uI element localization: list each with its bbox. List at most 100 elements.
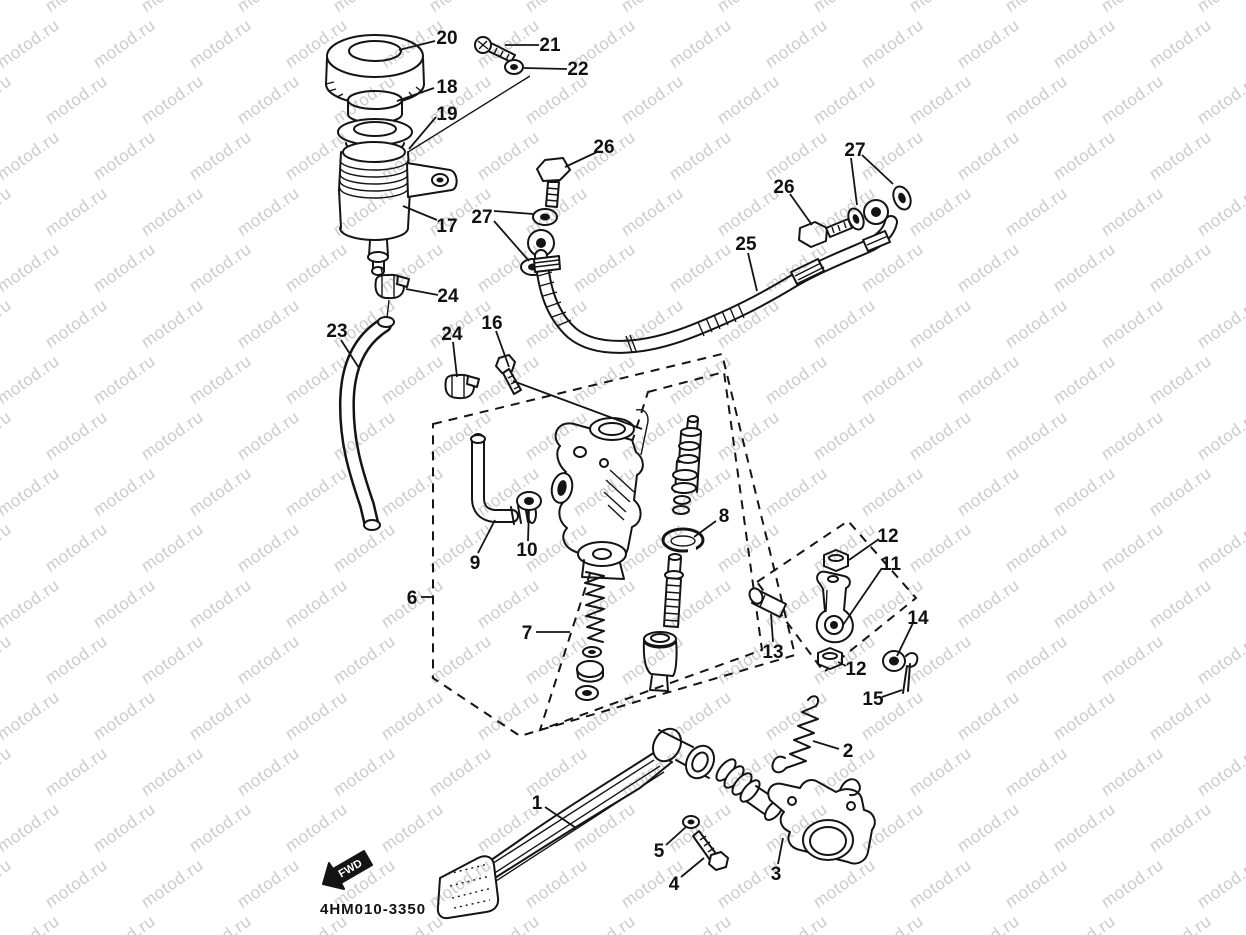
leader-line-9 [477,519,496,554]
leader-line-16 [512,380,643,430]
callout-25: 25 [735,234,757,255]
leader-line-24-top [405,288,439,296]
leader-line-14 [896,622,914,657]
part-master-cylinder [550,409,649,580]
leader-line-25 [747,252,758,292]
part-circlip-8 [661,527,705,553]
part-piston-spring [575,571,605,701]
callout-27-left: 27 [471,207,492,228]
callout-16: 16 [481,313,502,334]
part-pin-13 [748,587,787,618]
leader-line-11 [842,567,883,626]
part-clevis-joint-11 [815,570,854,644]
part-reservoir-hose-23 [338,267,395,531]
part-washer-27c [847,207,865,231]
callout-6: 6 [407,588,418,609]
assembly-box-13 [755,519,918,674]
part-washer-5 [682,815,700,829]
leader-line-22 [523,67,568,70]
part-boot [642,631,678,692]
leader-line-13 [770,613,774,643]
part-washer-27d [892,185,912,211]
callout-22: 22 [567,59,588,80]
part-clamp-24-top [374,273,410,300]
part-cotter-pin-15 [902,652,919,694]
leader-line-3 [777,837,784,865]
part-bolt-26-mid [536,157,571,208]
part-banjo-right [863,199,889,225]
part-grommet-10 [516,491,542,511]
leader-line-18 [396,87,435,102]
part-screw-21 [474,36,516,63]
callout-8: 8 [719,506,730,527]
part-bolt-26-right [798,218,853,248]
part-bolt-4 [692,830,729,871]
callout-26-mid: 26 [593,137,614,158]
callout-24-top: 24 [437,286,459,307]
leader-line-27-left [493,220,530,262]
leader-line-26-right [789,193,813,226]
leader-line-27-right [850,157,858,206]
leader-line-26-mid [564,151,598,168]
callout-9: 9 [470,553,481,574]
part-pushrod [663,553,684,628]
callout-7: 7 [522,623,533,644]
callout-4: 4 [669,874,680,895]
callout-12-top: 12 [877,526,898,547]
part-brake-hose-25 [533,215,898,354]
leader-line-27-right [861,154,894,185]
leader-line-12-low [837,661,847,667]
callout-21: 21 [539,35,561,56]
part-nut-12-top [823,549,849,572]
leader-line-2 [812,740,840,750]
callout-18: 18 [436,77,457,98]
callout-24-low: 24 [441,324,463,345]
leader-line-1 [544,806,577,829]
leader-line-24-low [452,341,458,378]
callout-17: 17 [436,216,457,237]
callout-1: 1 [532,793,543,814]
leader-line-12-top [848,538,880,561]
leader-line-8 [693,520,717,538]
diagram-code: 4HM010-3350 [320,901,427,918]
callout-14: 14 [907,608,929,629]
leader-line-16 [495,330,510,368]
reference-line [407,75,531,153]
callout-26-right: 26 [773,177,794,198]
leader-line-20 [398,40,436,51]
part-return-spring-2 [771,695,820,774]
part-washer-14 [882,650,906,672]
leader-line-19 [408,116,437,150]
fwd-arrow: FWD [322,850,373,890]
assembly-box-7 [538,370,764,732]
callout-5: 5 [654,841,665,862]
leader-line-4 [680,857,705,878]
part-reservoir [338,141,458,278]
callout-10: 10 [516,540,537,561]
callout-11: 11 [881,554,902,575]
leader-line-5 [665,825,688,846]
callout-27-right: 27 [844,140,865,161]
callout-20: 20 [436,28,457,49]
callout-19: 19 [436,104,457,125]
part-brake-pedal-1 [436,727,715,920]
leader-line-15 [881,689,903,698]
callout-23: 23 [326,321,347,342]
part-clamp-24-low [444,373,480,400]
leader-line-17 [402,205,438,221]
assembly-box-6 [432,352,797,738]
part-washer-22 [504,59,524,75]
leader-line-10 [527,509,530,542]
part-bracket-3 [767,778,876,865]
callout-3: 3 [771,864,782,885]
part-nut-12-low [817,647,843,670]
callout-13: 13 [762,642,783,663]
callout-2: 2 [843,741,854,762]
leader-line-27-left [493,210,534,215]
callout-12-low: 12 [845,659,866,680]
callout-15: 15 [862,689,884,710]
part-piston-assembly [671,415,702,515]
